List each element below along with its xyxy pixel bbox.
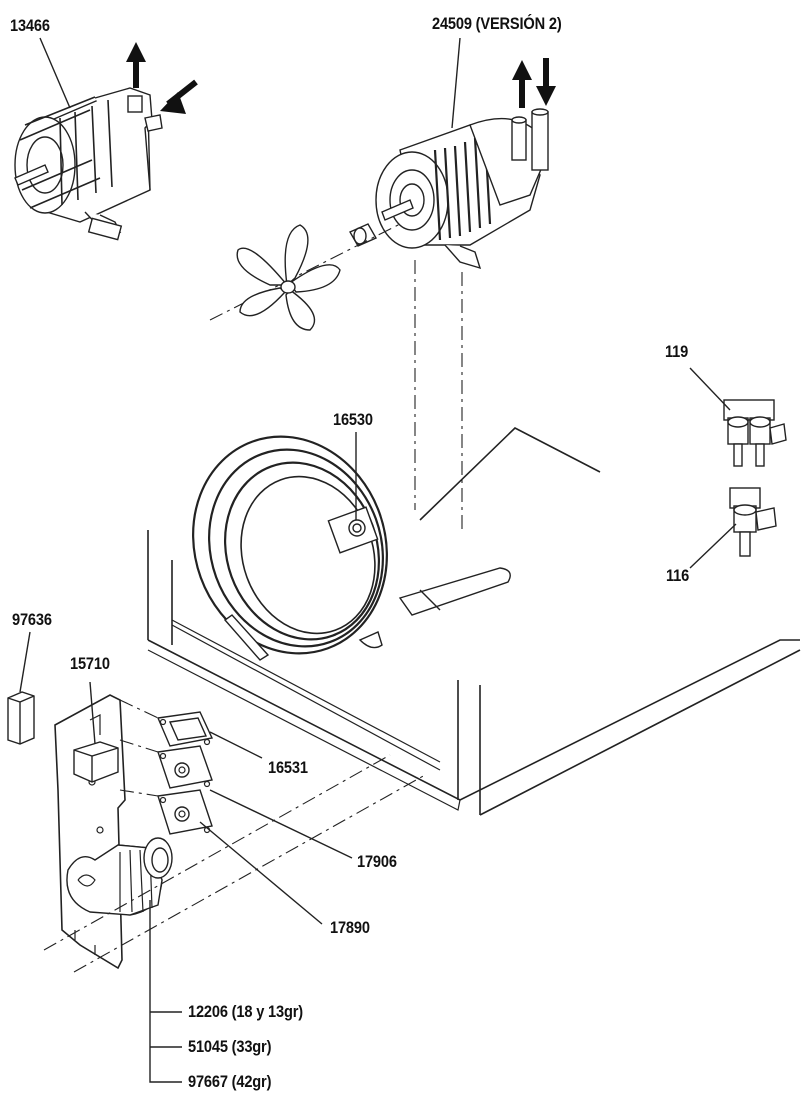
label-16530: 16530: [333, 410, 373, 429]
solenoid-valve-119: [723, 399, 787, 467]
label-17906: 17906: [357, 852, 397, 871]
cooling-coil-16530: [192, 435, 511, 661]
solenoid-valve-116: [729, 487, 777, 557]
label-13466: 13466: [10, 16, 50, 35]
label-119: 119: [665, 342, 689, 361]
pump-motor-13466: [14, 42, 198, 241]
thermostat-16531: [156, 711, 214, 747]
label-17890: 17890: [330, 918, 370, 937]
label-116: 116: [666, 566, 690, 585]
cabinet-outline: [147, 260, 801, 816]
label-24509: 24509 (VERSIÓN 2): [432, 14, 562, 33]
control-panel: [54, 694, 126, 970]
label-51045: 51045 (33gr): [188, 1037, 272, 1056]
pump-motor-24509: [349, 58, 556, 270]
thermostat-17906: [157, 745, 213, 789]
thermostat-17890: [157, 789, 213, 835]
fan-blade: [209, 223, 401, 331]
timer-12206: [66, 837, 173, 916]
label-97636: 97636: [12, 610, 52, 629]
switch-15710: [73, 741, 119, 783]
part-97636: [7, 691, 35, 745]
label-12206: 12206 (18 y 13gr): [188, 1002, 303, 1021]
label-16531: 16531: [268, 758, 308, 777]
label-15710: 15710: [70, 654, 110, 673]
leader-lines: [19, 37, 737, 1083]
label-97667: 97667 (42gr): [188, 1072, 272, 1091]
